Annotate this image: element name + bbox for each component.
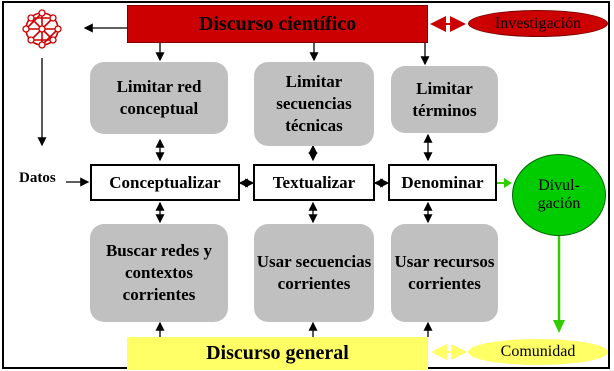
divulgation-node: Divul- gación <box>512 154 606 236</box>
conceptualize-box: Conceptualizar <box>90 164 240 201</box>
limit-technical-sequences-box: Limitar secuencias técnicas <box>254 62 374 146</box>
limit-terms-box: Limitar términos <box>391 66 498 133</box>
divulgation-line-1: Divul- <box>538 177 580 194</box>
limit-conceptual-network-label: Limitar red conceptual <box>116 77 202 118</box>
find-common-networks-label: Buscar redes y contextos corrientes <box>105 241 213 304</box>
limit-technical-sequences-label: Limitar secuencias técnicas <box>276 72 352 135</box>
textualize-box: Textualizar <box>253 164 375 201</box>
network-icon <box>22 9 62 49</box>
limit-conceptual-network-box: Limitar red conceptual <box>90 62 228 134</box>
community-node: Comunidad <box>468 339 608 365</box>
use-common-sequences-label: Usar secuencias corrientes <box>256 252 372 293</box>
general-discourse-banner: Discurso general <box>127 337 428 370</box>
divulgation-line-2: gación <box>537 195 581 212</box>
investigation-node: Investigación <box>468 10 608 37</box>
use-common-resources-box: Usar recursos corrientes <box>391 224 498 322</box>
limit-terms-label: Limitar términos <box>412 78 477 120</box>
scientific-discourse-banner: Discurso científico <box>127 5 428 43</box>
find-common-networks-box: Buscar redes y contextos corrientes <box>90 224 228 322</box>
use-common-resources-label: Usar recursos corrientes <box>394 252 495 293</box>
denominate-box: Denominar <box>388 164 497 201</box>
use-common-sequences-box: Usar secuencias corrientes <box>254 224 374 322</box>
data-label: Datos <box>19 170 56 186</box>
